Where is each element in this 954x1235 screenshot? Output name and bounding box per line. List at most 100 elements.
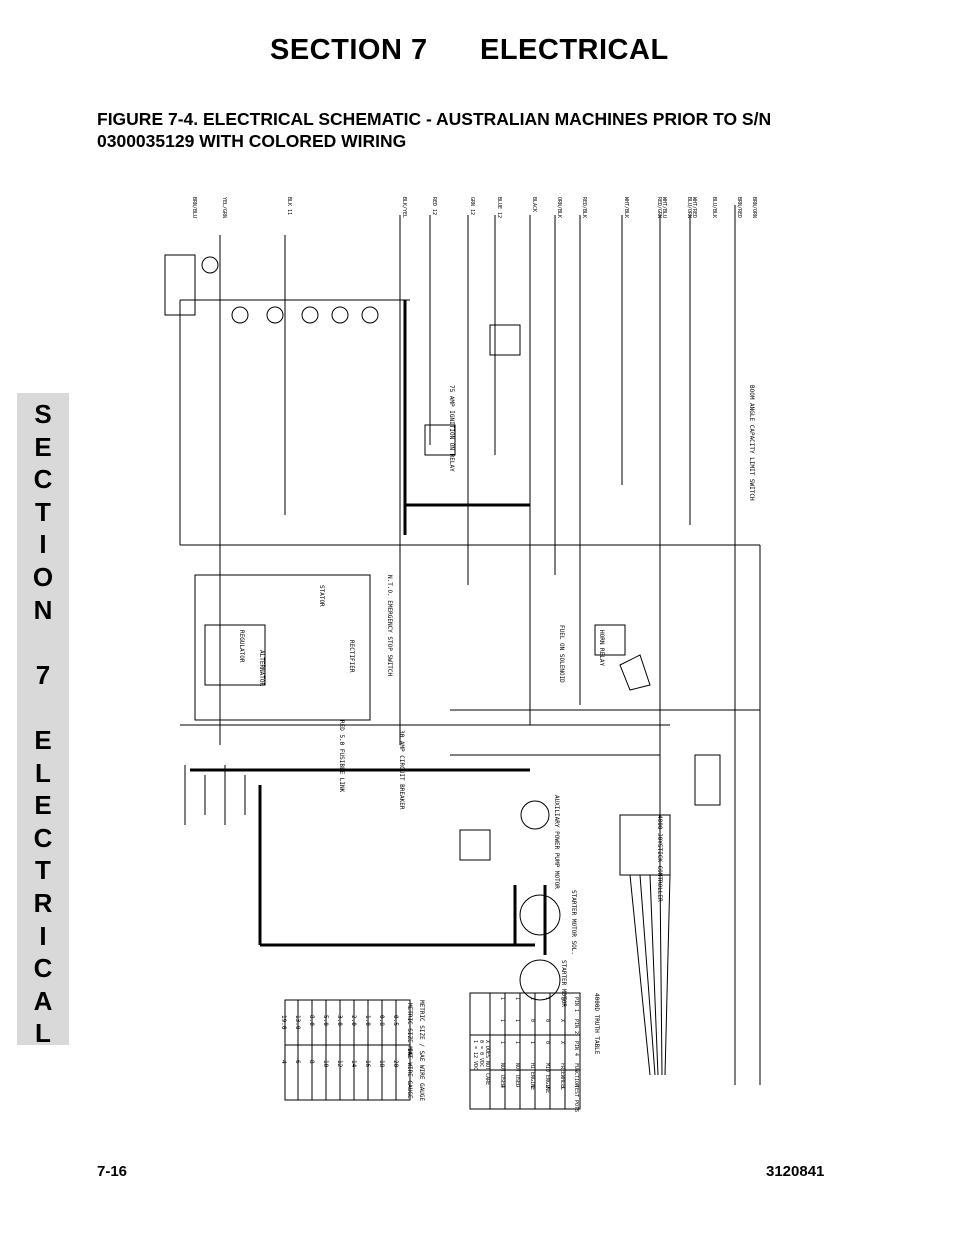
- wire-table-cell: 2.0: [350, 1015, 357, 1026]
- side-tab-letter: E: [34, 725, 52, 755]
- side-tab-letter: T: [35, 496, 51, 527]
- page-number: 7-16: [97, 1163, 128, 1180]
- wire-color-label: GRN 12: [469, 197, 475, 215]
- wire-color-label: RED 12: [431, 197, 437, 215]
- side-tab-letter: I: [39, 920, 47, 951]
- aux-motor-label: AUXILIARY POWER PUMP MOTOR: [553, 795, 560, 889]
- truth-table-cell: 1: [499, 1041, 505, 1044]
- side-tab-letter: N: [33, 594, 53, 625]
- wire-color-label: WHT/BLU: [661, 197, 667, 218]
- fuel-sol-label: FUEL ON SOLENOID: [558, 625, 565, 683]
- truth-table-cell: X: [559, 1019, 565, 1022]
- truth-table-cell: MID ENGINE: [544, 1063, 550, 1093]
- wire-table-cell: 8: [308, 1060, 315, 1064]
- wire-color-label: BLK 11: [286, 197, 292, 215]
- wire-color-label: WHT/BLK: [623, 197, 629, 218]
- ignition-relay-label: 75 AMP IGNITION ON RELAY: [448, 385, 455, 472]
- stator-label: STATOR: [318, 585, 325, 607]
- side-tab-letter: L: [35, 757, 51, 788]
- wire-table-cell: 12: [336, 1060, 343, 1068]
- truth-table-cell: 0: [544, 1041, 550, 1044]
- truth-table-cell: 4: [499, 1085, 505, 1088]
- wire-table-cell: 20: [392, 1060, 399, 1068]
- truth-table-note: 0 = 0 VDC: [478, 1040, 484, 1067]
- side-tab-letter: A: [33, 985, 53, 1016]
- section-number: SECTION 7: [270, 34, 428, 66]
- wire-table-cell: 18: [378, 1060, 385, 1068]
- truth-table-cell: 1: [529, 1041, 535, 1044]
- wire-color-label: BLU/ORN: [686, 197, 692, 218]
- side-tab-letter: I: [39, 529, 47, 560]
- side-tab-letter: C: [33, 953, 53, 984]
- truth-table-cell: 0: [529, 1019, 535, 1022]
- wire-table-title: METRIC SIZE / SAE WIRE GAUGE: [418, 1000, 425, 1102]
- regulator-label: REGULATOR: [238, 630, 245, 663]
- wire-color-label: BRN/ORN: [751, 197, 757, 218]
- wire-color-label: YEL/GRN: [221, 197, 227, 218]
- truth-table-cell: 1: [499, 997, 505, 1000]
- side-tab-letter: L: [35, 1018, 51, 1049]
- wire-color-label: WHT/RED: [691, 197, 697, 218]
- truth-table-cell: 1: [514, 997, 520, 1000]
- truth-table-cell: X: [559, 1041, 565, 1044]
- side-tab-letter: S: [34, 399, 52, 429]
- truth-table-cell: 1: [529, 997, 535, 1000]
- side-tab-letter: 7: [35, 659, 51, 690]
- truth-table-title: 4000D TRUTH TABLE: [593, 993, 600, 1055]
- wire-table-cell: 5.0: [322, 1015, 329, 1026]
- truth-table-header-cell: PIN 1: [573, 997, 579, 1012]
- truth-table-cell: HI ENGINE: [529, 1063, 535, 1090]
- wire-color-label: BRN/RED: [736, 197, 742, 218]
- truth-table-cell: -: [514, 1085, 520, 1088]
- alternator-label: ALTERNATOR: [258, 650, 265, 687]
- section-title: ELECTRICAL: [480, 34, 669, 66]
- emergency-stop-label: N.T.O. EMERGENCY STOP SWITCH: [386, 575, 393, 677]
- truth-table-header-cell: PIN 4: [573, 1041, 579, 1056]
- side-tab-letter: C: [33, 822, 53, 853]
- horn-relay-label: HORN RELAY: [598, 630, 605, 667]
- wire-table-header-cell: METRIC SIZE MM2: [406, 1003, 413, 1058]
- starter-sol-label: STARTER MOTOR SOL.: [570, 890, 577, 955]
- wire-table-cell: 4: [280, 1060, 287, 1064]
- truth-table-header-cell: FUNCTION: [573, 1063, 579, 1087]
- truth-table-cell: 1: [529, 1085, 535, 1088]
- wire-color-label: ORN/BLK: [556, 197, 562, 218]
- wire-color-labels: YEL/GRN BLK 11 BLK/YEL RED 12 GRN 12 BLUE 12 B…: [191, 197, 757, 218]
- truth-table-note: X DOES NOT CARE: [484, 1040, 490, 1085]
- wire-color-label: BLACK: [531, 197, 537, 212]
- wire-table-cell: 16: [364, 1060, 371, 1068]
- side-tab-letter: T: [35, 855, 51, 886]
- wire-table-cell: 6: [294, 1060, 301, 1064]
- truth-table-header-cell: TEST POTS: [573, 1085, 579, 1112]
- truth-table-cell: 0: [544, 1019, 550, 1022]
- wire-table-cell: 14: [350, 1060, 357, 1068]
- truth-table-cell: 1: [499, 1019, 505, 1022]
- rectifier-label: RECTIFIER: [348, 640, 355, 673]
- wire-color-label: RED/BLK: [581, 197, 587, 218]
- figure-title: FIGURE 7-4. ELECTRICAL SCHEMATIC - AUSTR…: [97, 109, 772, 151]
- wire-color-label: BLU/BLK: [711, 197, 717, 218]
- truth-table-cell: FREEWHEEL: [559, 1063, 565, 1090]
- fusible-link-label: RED 5.0 FUSIBLE LINK: [338, 720, 345, 793]
- side-tab-letter: C: [33, 464, 53, 495]
- wire-color-label: BRN/BLU: [191, 197, 197, 218]
- wire-table-cell: 10: [322, 1060, 329, 1068]
- wire-color-label: BLUE 12: [496, 197, 502, 218]
- document-number: 3120841: [766, 1163, 825, 1180]
- wire-table-cell: 0.8: [378, 1015, 385, 1026]
- wire-table-header-cell: SAE WIRE GAUGE: [406, 1048, 413, 1099]
- wire-color-label: RED/GRN: [656, 197, 662, 218]
- side-tab-letter: O: [32, 562, 54, 592]
- truth-table-cell: NOT USED: [499, 1063, 505, 1087]
- wire-table-cell: 8.0: [308, 1015, 315, 1026]
- truth-table-header-cell: PIN 2: [573, 1019, 579, 1034]
- truth-table-cell: 1: [514, 1019, 520, 1022]
- wire-table-cell: 3.0: [336, 1015, 343, 1026]
- truth-table-cell: 2: [544, 1085, 550, 1088]
- wire-color-label: BLK/YEL: [401, 197, 407, 218]
- electrical-schematic: ALTERNATOR REGULATOR STATOR RECTIFIER N.…: [164, 197, 761, 1112]
- wire-table-cell: 19.0: [280, 1015, 287, 1030]
- side-tab-letter: E: [34, 431, 52, 462]
